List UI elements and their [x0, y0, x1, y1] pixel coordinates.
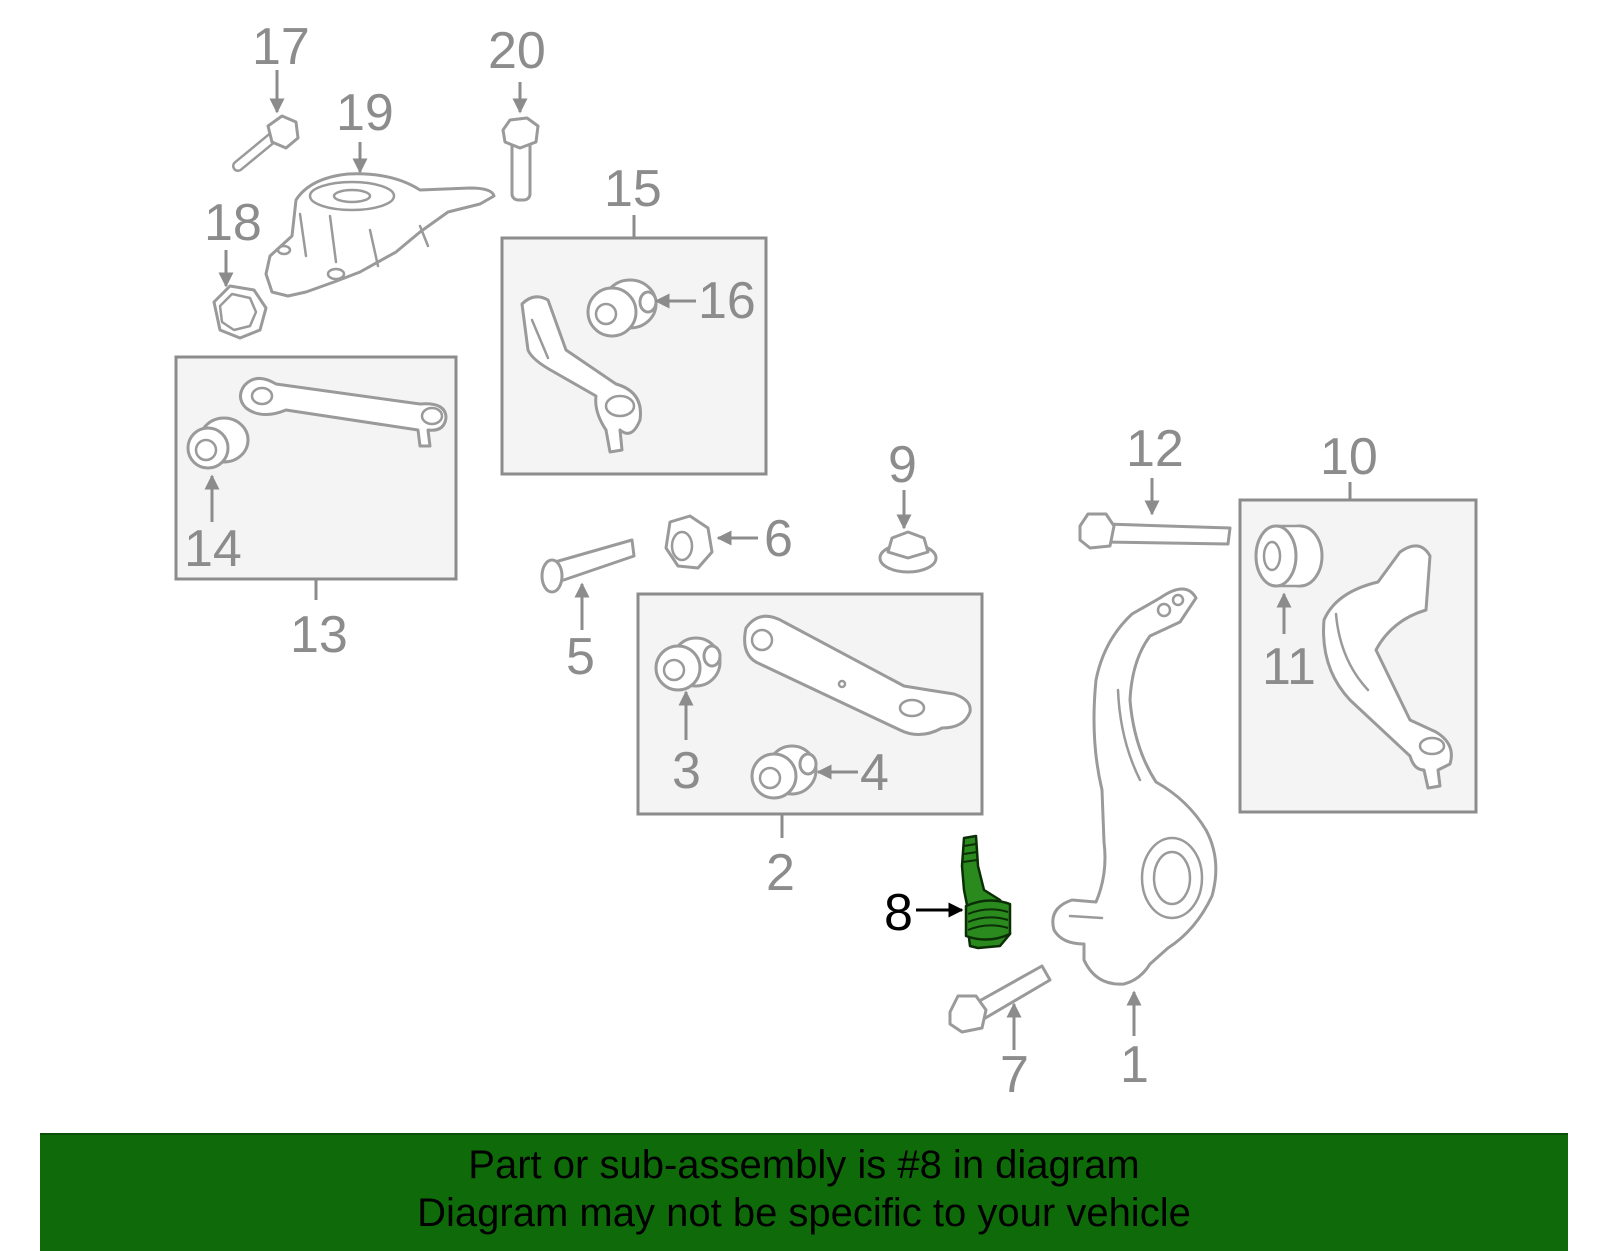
- callout-1: 1: [1120, 1036, 1149, 1094]
- bushing-16: [586, 278, 658, 338]
- callout-13: 13: [290, 606, 348, 664]
- callout-5: 5: [566, 628, 595, 686]
- bolt-20: [501, 116, 540, 202]
- callout-16: 16: [698, 272, 756, 330]
- bolt-7: [948, 964, 1052, 1034]
- control-arm-15: [520, 295, 642, 454]
- callout-14: 14: [184, 520, 242, 578]
- bushing-14: [186, 416, 250, 470]
- callout-15: 15: [604, 160, 662, 218]
- bushing-11: [1254, 524, 1324, 588]
- bushing-4: [750, 744, 818, 800]
- bushing-3: [654, 636, 722, 692]
- steering-knuckle-1: [1051, 587, 1218, 986]
- callout-3: 3: [672, 742, 701, 800]
- nut-18: [212, 284, 268, 340]
- leader-lines: [204, 70, 1352, 1050]
- bolt-17: [232, 114, 300, 172]
- control-arm-2: [743, 614, 972, 736]
- info-banner: Part or sub-assembly is #8 in diagram Di…: [40, 1133, 1568, 1251]
- ball-joint-8: [960, 834, 1012, 950]
- callout-19: 19: [336, 84, 394, 142]
- nut-9: [878, 530, 938, 574]
- callout-11: 11: [1262, 638, 1316, 696]
- callout-9: 9: [888, 436, 917, 494]
- callout-10: 10: [1320, 428, 1378, 486]
- control-arm-10: [1322, 544, 1453, 790]
- control-arm-13: [239, 377, 448, 448]
- nut-6: [664, 514, 714, 570]
- callout-8: 8: [884, 884, 913, 942]
- callout-20: 20: [488, 22, 546, 80]
- callout-4: 4: [860, 744, 889, 802]
- banner-line-disclaimer: Diagram may not be specific to your vehi…: [417, 1191, 1191, 1235]
- callout-6: 6: [764, 510, 793, 568]
- callout-18: 18: [204, 194, 262, 252]
- banner-line-part: Part or sub-assembly is #8 in diagram: [468, 1143, 1140, 1187]
- subframe-mount-19: [264, 172, 496, 298]
- callout-12: 12: [1126, 420, 1184, 478]
- callout-17: 17: [252, 18, 310, 76]
- callout-7: 7: [1000, 1046, 1029, 1104]
- bolt-12: [1078, 512, 1232, 550]
- callout-2: 2: [766, 844, 795, 902]
- bolt-5: [540, 538, 636, 594]
